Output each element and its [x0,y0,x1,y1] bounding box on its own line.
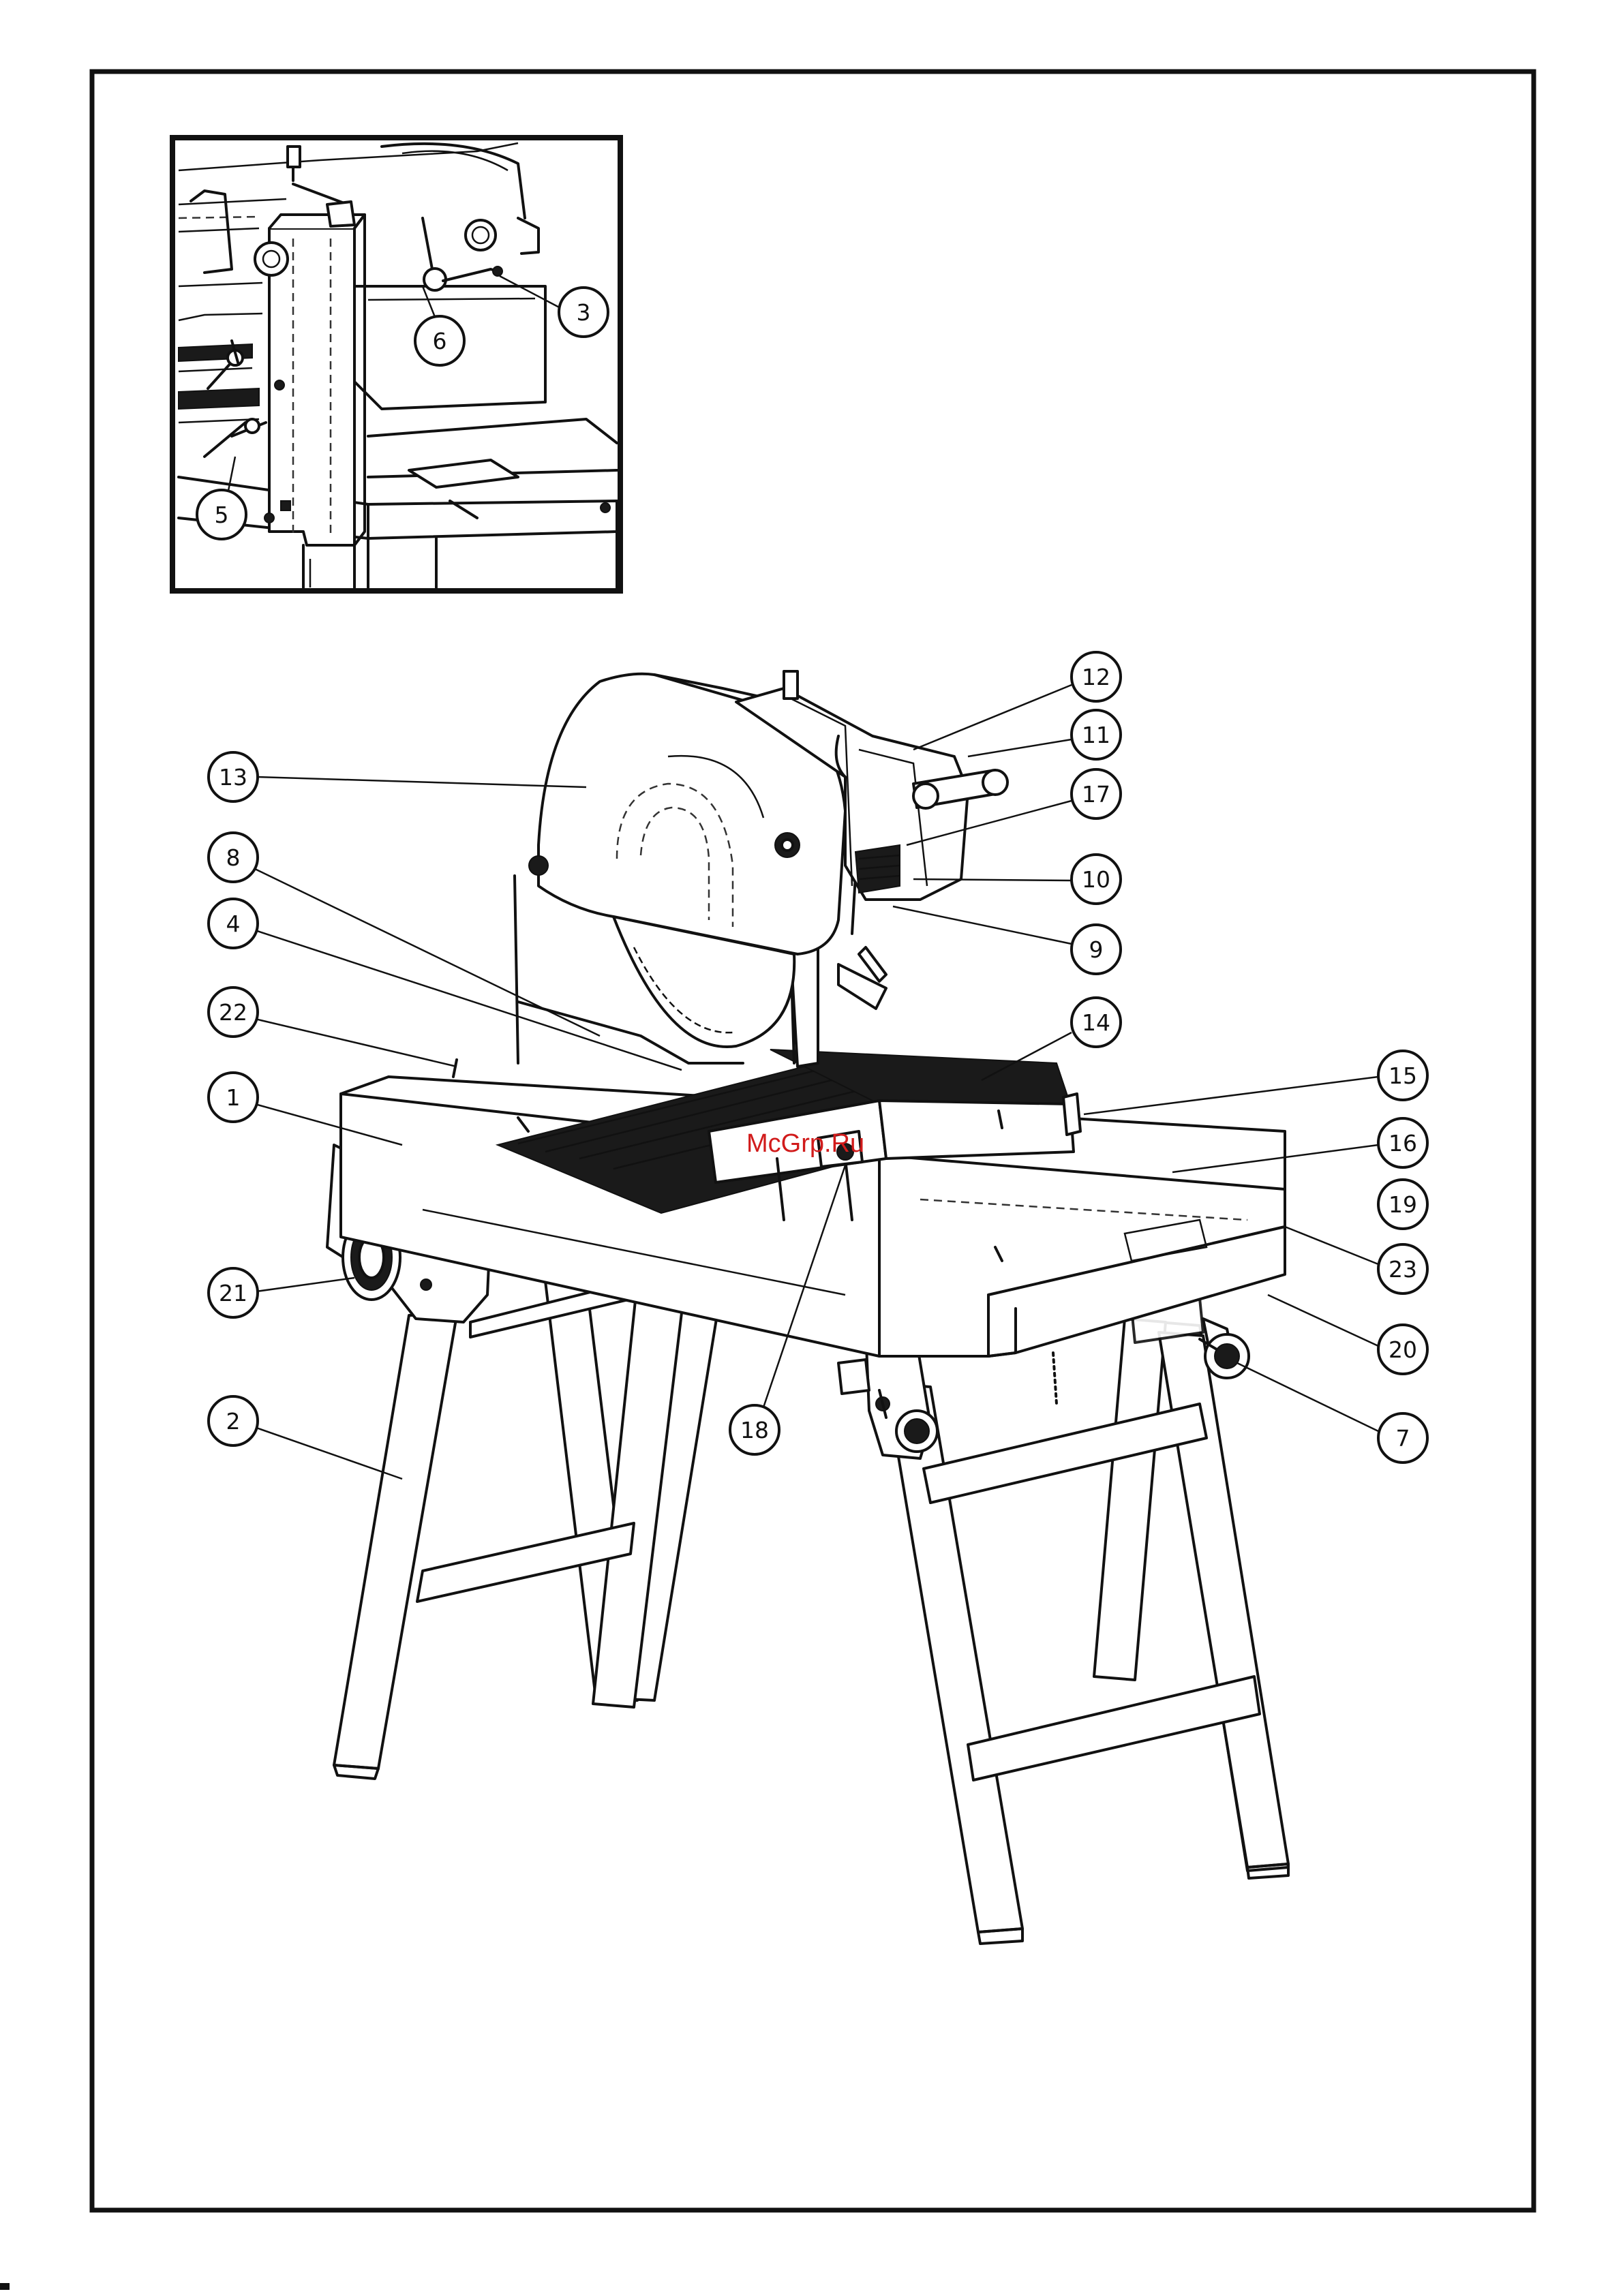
svg-text:2: 2 [226,1408,241,1435]
callout-2: 2 [209,1396,402,1479]
svg-text:17: 17 [1082,781,1110,808]
svg-text:12: 12 [1082,664,1110,690]
corner-mark [0,2283,10,2290]
svg-text:13: 13 [219,764,247,791]
svg-text:8: 8 [226,844,241,871]
svg-text:19: 19 [1389,1191,1417,1218]
svg-text:18: 18 [740,1417,769,1443]
svg-text:11: 11 [1082,722,1110,748]
front-left-leg-frame [334,1281,685,1779]
callout-23: 23 [1285,1227,1427,1294]
callout-7: 7 [1237,1363,1427,1463]
callout-13: 13 [209,752,586,801]
callout-19: 19 [1378,1180,1427,1229]
svg-text:14: 14 [1082,1009,1110,1036]
callout-20: 20 [1268,1295,1427,1374]
tray-clip-22 [453,1060,457,1077]
spring [1053,1353,1057,1404]
svg-text:6: 6 [433,328,447,354]
svg-text:9: 9 [1089,936,1104,963]
callout-9: 9 [893,906,1121,974]
svg-text:20: 20 [1389,1336,1417,1363]
callout-21: 21 [209,1268,354,1317]
svg-text:21: 21 [219,1280,247,1306]
svg-text:16: 16 [1389,1130,1417,1157]
svg-text:4: 4 [226,910,241,937]
callout-15: 15 [1084,1051,1427,1114]
svg-text:23: 23 [1389,1256,1417,1283]
saw-illustration: McGrp.Ru [327,671,1288,1944]
svg-text:22: 22 [219,999,247,1026]
svg-text:5: 5 [215,502,229,528]
svg-text:1: 1 [226,1084,241,1111]
svg-text:10: 10 [1082,866,1110,893]
svg-text:3: 3 [577,299,591,326]
callout-22: 22 [209,988,457,1067]
inset-detail-view: 3 6 5 [172,138,620,591]
callout-4: 4 [209,899,682,1070]
svg-text:15: 15 [1389,1062,1417,1089]
front-right-leg-frame [886,1332,1288,1944]
svg-text:7: 7 [1396,1425,1410,1452]
watermark: McGrp.Ru [746,1129,864,1158]
